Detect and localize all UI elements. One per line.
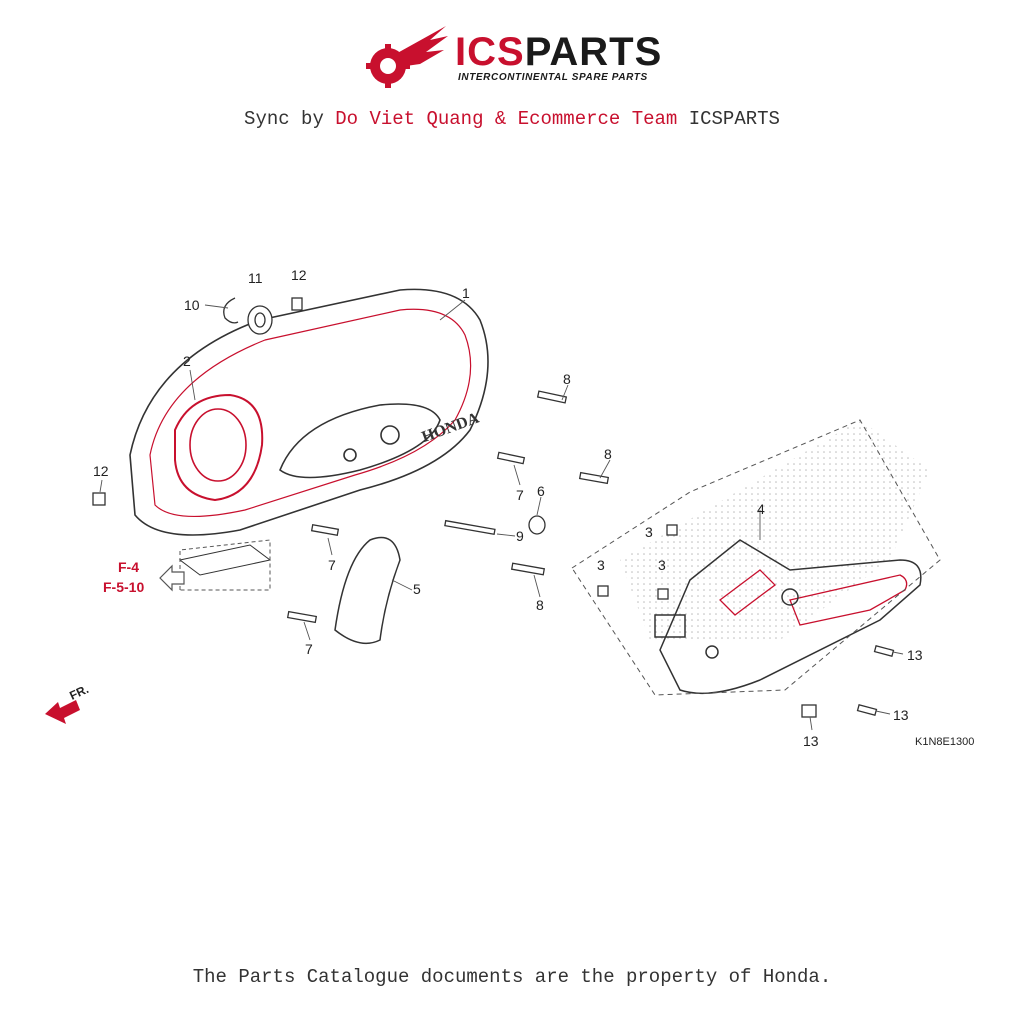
brand-name-part2: PARTS — [524, 30, 663, 74]
callout-13a: 13 — [907, 647, 923, 663]
dashed-group-outline — [571, 419, 941, 696]
callout-11: 11 — [248, 270, 263, 286]
reference-arrow-icon — [159, 564, 185, 592]
reference-f5-10: F-5-10 — [103, 579, 144, 595]
callout-12b: 12 — [93, 463, 109, 479]
left-crankcase-cover — [129, 288, 489, 576]
sync-prefix: Sync by — [244, 108, 336, 130]
callout-3c: 3 — [658, 557, 666, 573]
brand-name: ICSPARTS — [455, 30, 662, 74]
callout-4: 4 — [757, 501, 765, 517]
sync-suffix: ICSPARTS — [677, 108, 780, 130]
callout-9: 9 — [516, 528, 524, 544]
callout-1: 1 — [462, 285, 470, 301]
diagram-code: K1N8E1300 — [915, 736, 974, 748]
callout-7b: 7 — [328, 557, 336, 573]
callout-3b: 3 — [597, 557, 605, 573]
callout-8c: 8 — [536, 597, 544, 613]
wing-gear-logo-icon — [366, 26, 448, 88]
sync-credit: Sync by Do Viet Quang & Ecommerce Team I… — [0, 108, 1024, 130]
callout-12a: 12 — [291, 267, 307, 283]
callout-13c: 13 — [803, 733, 819, 749]
callout-8a: 8 — [563, 371, 571, 387]
front-direction-arrow-icon — [45, 700, 80, 724]
leader-lines — [99, 299, 904, 731]
callout-10: 10 — [184, 297, 200, 313]
callout-8b: 8 — [604, 446, 612, 462]
callout-2: 2 — [183, 353, 191, 369]
brand-name-part1: ICS — [455, 30, 525, 74]
sync-highlight: Do Viet Quang & Ecommerce Team — [335, 108, 678, 130]
reference-f4: F-4 — [118, 559, 139, 575]
callout-7a: 7 — [516, 487, 524, 503]
callout-13b: 13 — [893, 707, 909, 723]
brand-tagline: INTERCONTINENTAL SPARE PARTS — [458, 72, 648, 83]
callout-5: 5 — [413, 581, 421, 597]
brand-header: ICSPARTS INTERCONTINENTAL SPARE PARTS — [0, 22, 1024, 92]
honda-logo-text: HONDA — [420, 409, 482, 445]
dashed-bracket-outline — [179, 539, 271, 591]
front-label: FR. — [67, 682, 90, 703]
callout-7c: 7 — [305, 641, 313, 657]
dotted-shade-area — [620, 420, 930, 640]
footer-copyright: The Parts Catalogue documents are the pr… — [192, 966, 832, 988]
callout-6: 6 — [537, 483, 545, 499]
callout-3a: 3 — [645, 524, 653, 540]
gasket-part-5 — [334, 536, 401, 645]
fasteners — [92, 297, 895, 718]
